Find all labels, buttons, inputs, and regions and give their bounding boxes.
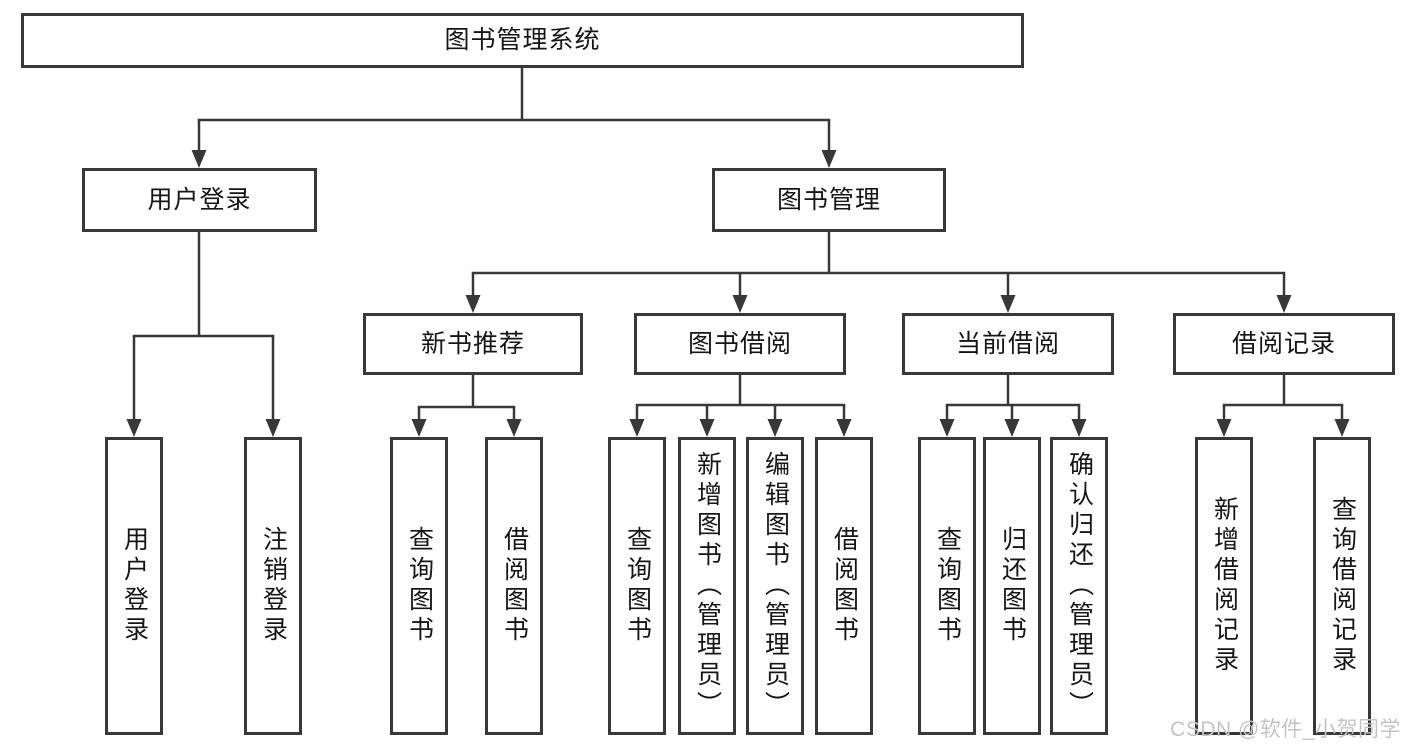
node-label: 新增借阅记录 — [1210, 496, 1239, 676]
leaf-borrow-books: 借阅图书 — [815, 437, 873, 735]
node-label: 查询借阅记录 — [1328, 496, 1357, 676]
node-label: 图书借阅 — [687, 329, 792, 358]
node-label: 查询图书 — [405, 526, 434, 646]
leaf-query-borrow-record: 查询借阅记录 — [1313, 437, 1371, 735]
node-label: 确认归还（管理员） — [1065, 451, 1094, 721]
node-label: 新书推荐 — [420, 329, 525, 358]
leaf-logout: 注销登录 — [244, 437, 302, 735]
node-book-management-module: 图书管理 — [712, 168, 946, 232]
node-label: 当前借阅 — [955, 329, 1060, 358]
node-label: 归还图书 — [998, 526, 1027, 646]
node-label: 注销登录 — [259, 526, 288, 646]
node-label: 编辑图书（管理员） — [761, 451, 790, 721]
leaf-query-books-current: 查询图书 — [918, 437, 976, 735]
node-label: 借阅图书 — [500, 526, 529, 646]
node-label: 借阅图书 — [830, 526, 859, 646]
node-label: 图书管理 — [776, 185, 881, 214]
node-label: 图书管理系统 — [444, 26, 601, 54]
leaf-user-login: 用户登录 — [105, 437, 163, 735]
leaf-return-books: 归还图书 — [983, 437, 1041, 735]
node-label: 用户登录 — [147, 185, 252, 214]
node-label: 借阅记录 — [1231, 329, 1336, 358]
node-root-system: 图书管理系统 — [21, 13, 1024, 68]
leaf-confirm-return-admin: 确认归还（管理员） — [1050, 437, 1108, 735]
node-label: 查询图书 — [623, 526, 652, 646]
node-book-borrow: 图书借阅 — [634, 313, 846, 375]
node-borrow-records: 借阅记录 — [1173, 313, 1395, 375]
leaf-query-books-recommend: 查询图书 — [390, 437, 448, 735]
leaf-add-books-admin: 新增图书（管理员） — [678, 437, 736, 735]
node-new-book-recommend: 新书推荐 — [363, 313, 583, 375]
node-label: 用户登录 — [120, 526, 149, 646]
node-label: 查询图书 — [933, 526, 962, 646]
node-label: 新增图书（管理员） — [693, 451, 722, 721]
node-current-borrow: 当前借阅 — [902, 313, 1114, 375]
leaf-query-books-borrow: 查询图书 — [608, 437, 666, 735]
leaf-edit-books-admin: 编辑图书（管理员） — [746, 437, 804, 735]
leaf-borrow-books-recommend: 借阅图书 — [485, 437, 543, 735]
node-user-login-module: 用户登录 — [82, 168, 317, 232]
leaf-add-borrow-record: 新增借阅记录 — [1195, 437, 1253, 735]
